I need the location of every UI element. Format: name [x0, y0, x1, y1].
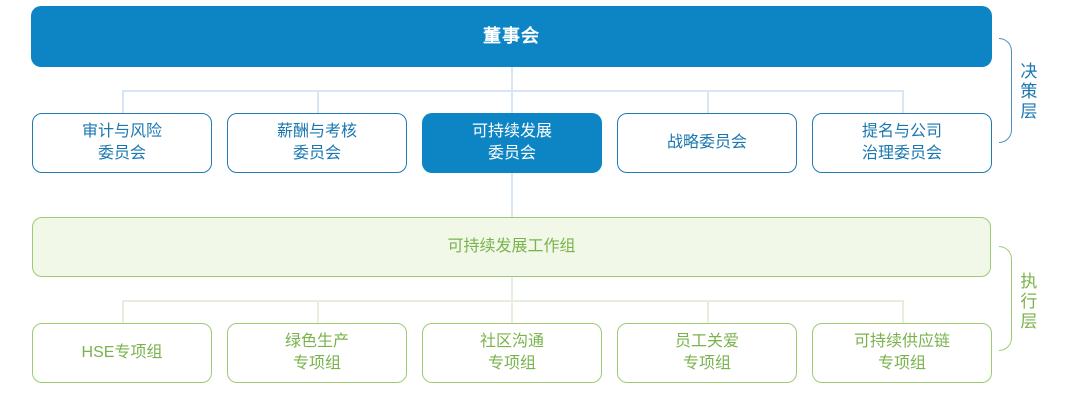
- org-box-board: 董事会: [31, 6, 992, 67]
- connector-rail-bottom: [122, 300, 902, 302]
- org-box-taskgroup-community-communication: 社区沟通 专项组: [422, 323, 602, 383]
- connector-stub-taskgroup-1: [122, 300, 124, 323]
- org-box-committee-strategy: 战略委员会: [617, 113, 797, 173]
- connector-stub-taskgroup-5: [902, 300, 904, 323]
- org-box-taskgroup-employee-care: 员工关爱 专项组: [617, 323, 797, 383]
- connector-stub-taskgroup-2: [317, 300, 319, 323]
- connector-stub-committee-1: [122, 90, 124, 113]
- org-box-workgroup-sustainability: 可持续发展工作组: [32, 217, 991, 277]
- decision-layer-label: 决策层: [1017, 62, 1037, 122]
- execution-layer-label: 执行层: [1017, 272, 1037, 332]
- org-box-taskgroup-hse: HSE专项组: [32, 323, 212, 383]
- connector-rail-top: [122, 90, 902, 92]
- execution-layer-bracket: [999, 246, 1012, 351]
- org-box-committee-remuneration-appraisal: 薪酬与考核 委员会: [227, 113, 407, 173]
- connector-stub-committee-5: [902, 90, 904, 113]
- connector-stub-committee-2: [317, 90, 319, 113]
- org-box-taskgroup-sustainable-supply-chain: 可持续供应链 专项组: [812, 323, 992, 383]
- org-box-taskgroup-green-production: 绿色生产 专项组: [227, 323, 407, 383]
- org-box-committee-sustainability: 可持续发展 委员会: [422, 113, 602, 173]
- connector-stub-taskgroup-4: [707, 300, 709, 323]
- org-box-committee-nomination-governance: 提名与公司 治理委员会: [812, 113, 992, 173]
- org-box-committee-audit-risk: 审计与风险 委员会: [32, 113, 212, 173]
- decision-layer-bracket: [999, 38, 1012, 143]
- connector-stub-committee-4: [707, 90, 709, 113]
- connector-trunk-mid: [511, 173, 513, 217]
